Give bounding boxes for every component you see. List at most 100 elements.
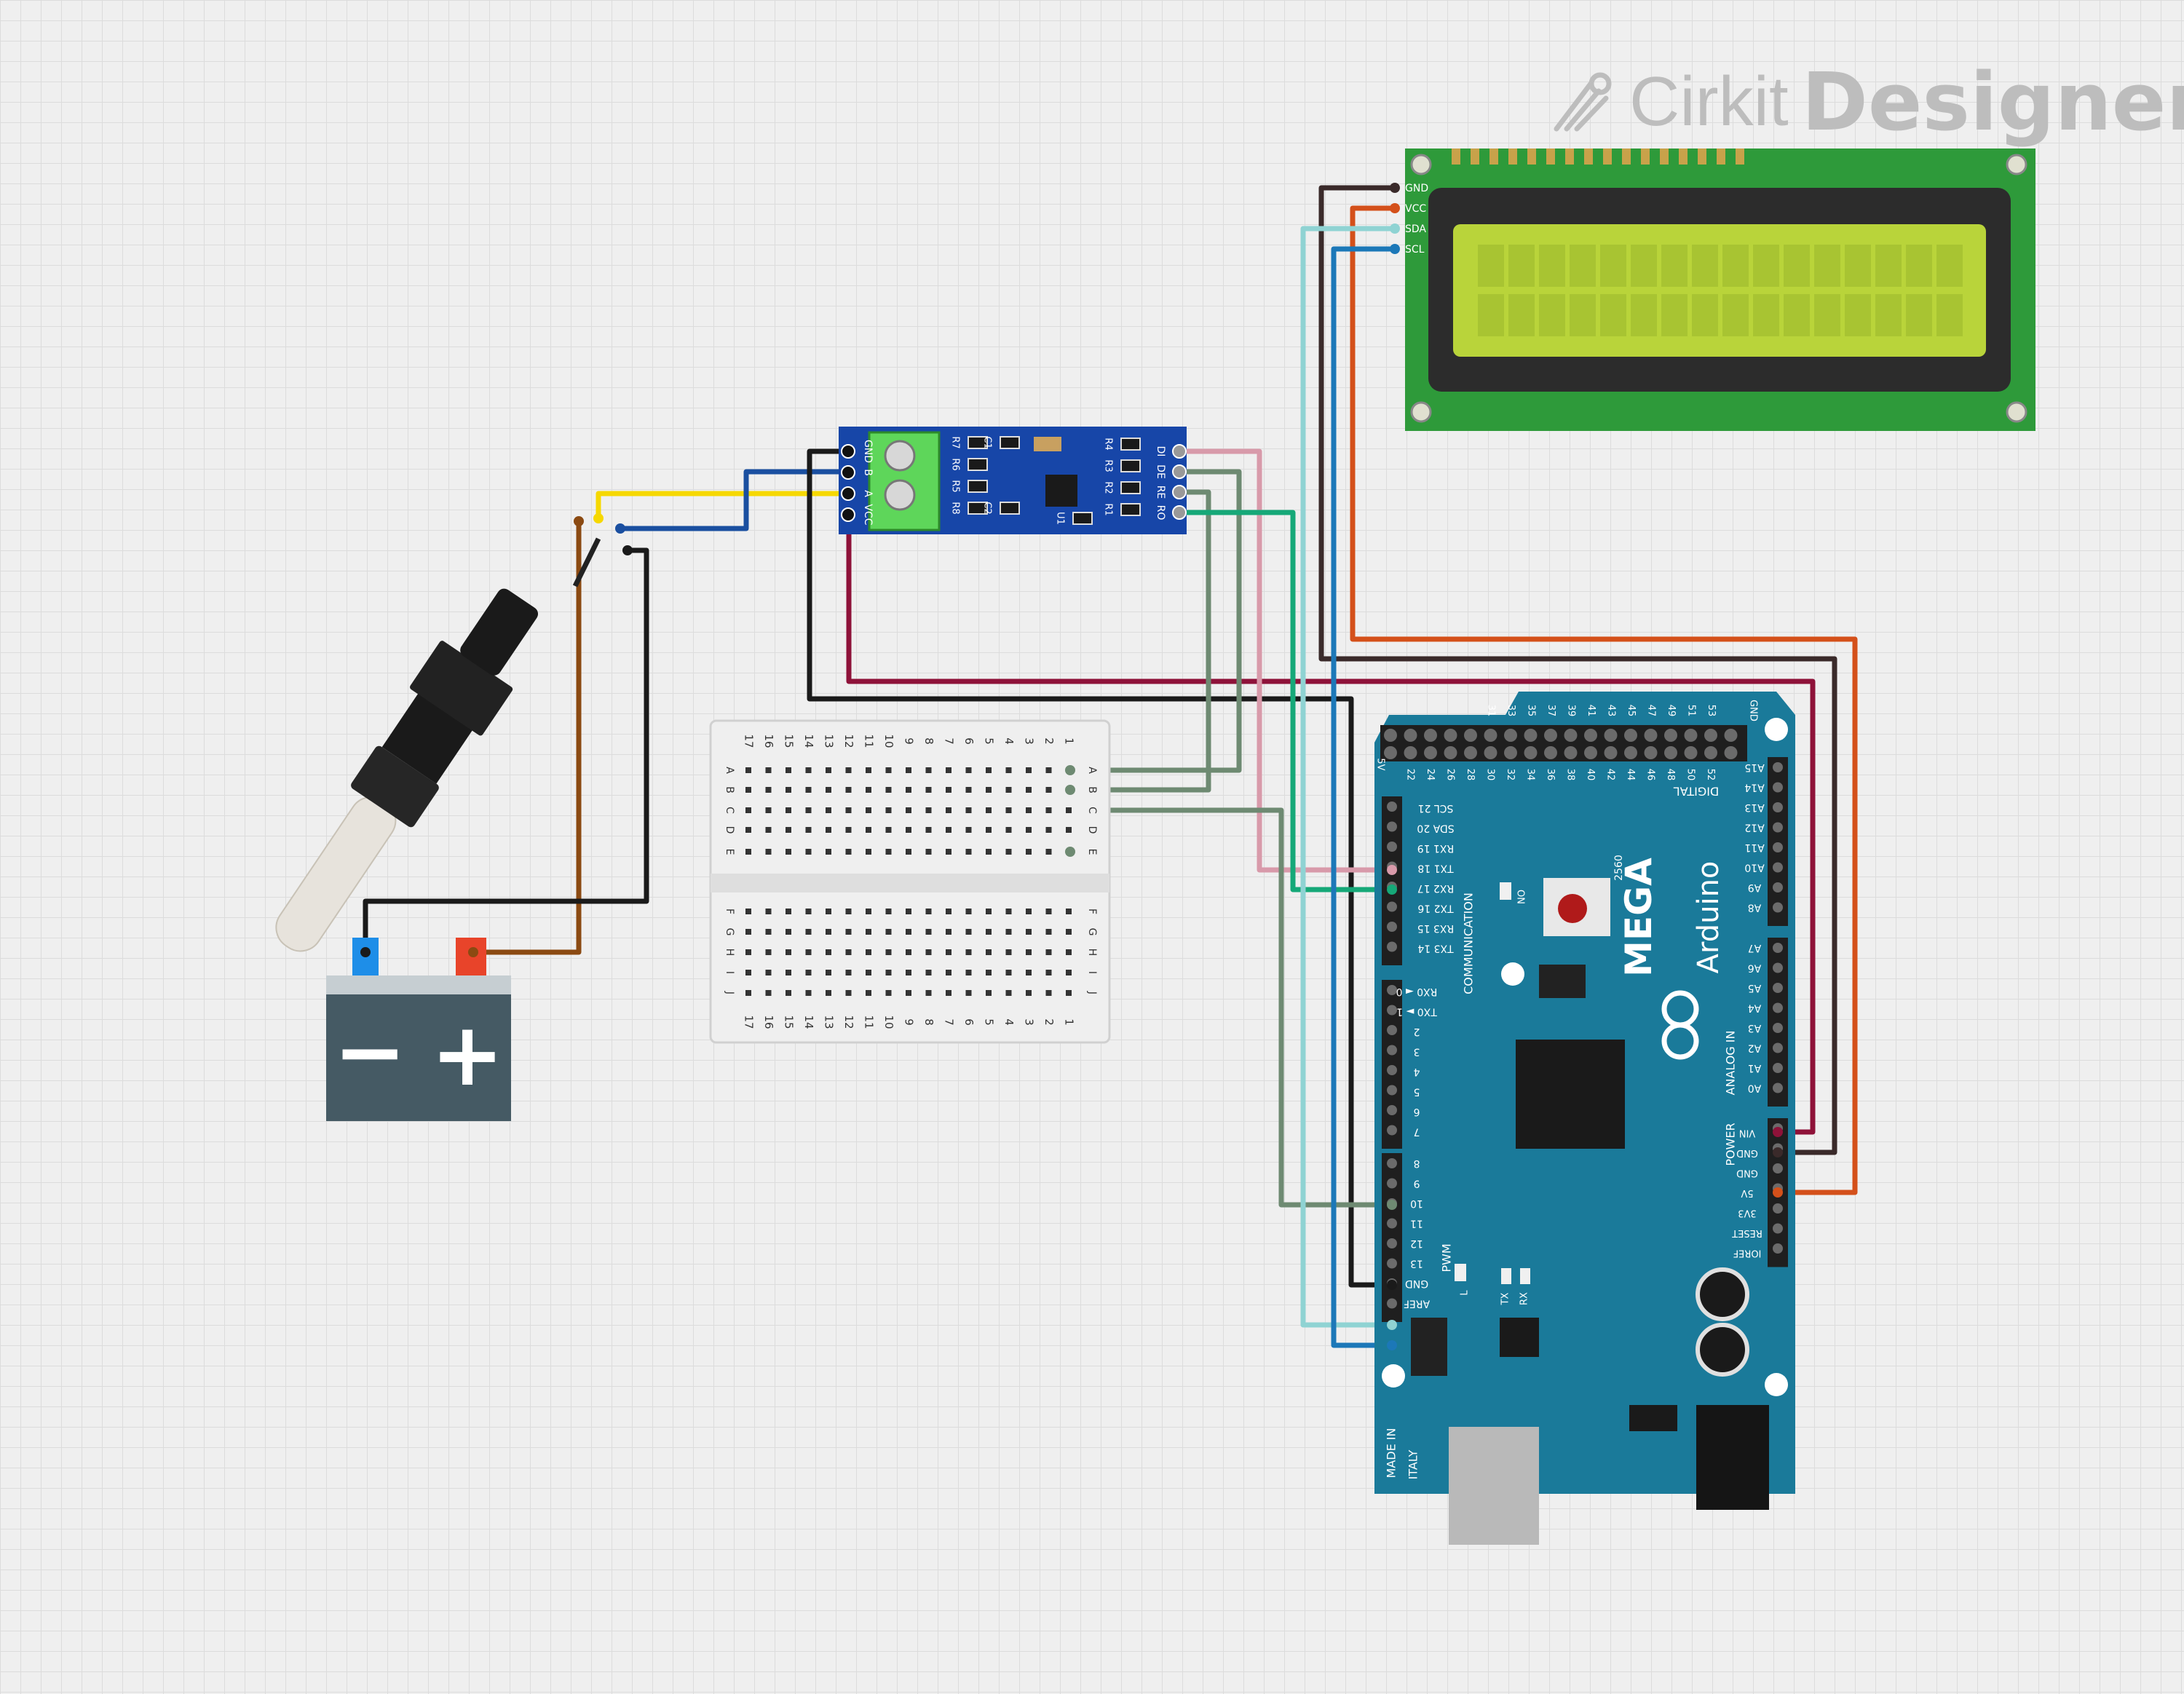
header-pin[interactable] (1387, 1025, 1397, 1035)
header-pin[interactable] (1387, 821, 1397, 832)
breadboard-hole[interactable] (826, 827, 831, 833)
header-pin[interactable] (1773, 983, 1783, 993)
header-pin[interactable] (1584, 746, 1597, 759)
breadboard-hole[interactable] (866, 849, 871, 855)
mega-right-headers[interactable] (1768, 757, 1788, 1267)
breadboard-hole[interactable] (1066, 909, 1072, 914)
breadboard-hole[interactable] (745, 807, 751, 813)
breadboard-hole[interactable] (906, 990, 911, 996)
header-pin[interactable] (1387, 1005, 1397, 1016)
breadboard-hole[interactable] (1066, 990, 1072, 996)
breadboard-hole[interactable] (786, 787, 791, 793)
lcd-pin-vcc[interactable] (1390, 203, 1400, 213)
breadboard-hole[interactable] (866, 807, 871, 813)
header-pin[interactable] (1773, 902, 1783, 913)
breadboard-hole[interactable] (1005, 909, 1012, 914)
breadboard-hole[interactable] (805, 827, 812, 833)
header-pin[interactable] (1564, 746, 1578, 759)
breadboard-hole[interactable] (826, 849, 831, 855)
breadboard-hole[interactable] (745, 990, 751, 996)
header-pin[interactable] (1387, 1125, 1397, 1136)
rs485-pin-b[interactable] (841, 465, 855, 480)
breadboard-hole[interactable] (1045, 827, 1052, 833)
header-pin[interactable] (1544, 729, 1557, 742)
breadboard-hole[interactable] (765, 787, 772, 793)
breadboard-hole[interactable] (1045, 929, 1052, 935)
probe-pin-b[interactable] (615, 523, 625, 534)
breadboard-hole[interactable] (1026, 909, 1032, 914)
header-pin[interactable] (1524, 729, 1538, 742)
breadboard-hole[interactable] (885, 767, 892, 773)
header-pin[interactable] (1387, 922, 1397, 932)
breadboard-hole[interactable] (805, 949, 812, 955)
probe-pin-gnd[interactable] (622, 545, 633, 555)
breadboard-hole[interactable] (786, 970, 791, 975)
breadboard-hole[interactable] (986, 970, 992, 975)
breadboard-hole[interactable] (1066, 970, 1072, 975)
header-pin[interactable] (1664, 729, 1677, 742)
header-pin[interactable] (1387, 1178, 1397, 1189)
reset-button[interactable] (1558, 894, 1587, 923)
breadboard-hole[interactable] (826, 787, 831, 793)
header-pin[interactable] (1604, 729, 1618, 742)
breadboard-hole[interactable] (805, 807, 812, 813)
header-pin[interactable] (1704, 746, 1717, 759)
header-pin[interactable] (1387, 1085, 1397, 1096)
header-pin[interactable] (1773, 962, 1783, 973)
header-pin[interactable] (1464, 746, 1477, 759)
breadboard-hole[interactable] (765, 970, 772, 975)
rs485-pin-di[interactable] (1172, 444, 1187, 459)
breadboard-hole[interactable] (885, 929, 892, 935)
conductivity-probe[interactable] (251, 513, 633, 971)
breadboard-hole[interactable] (845, 929, 852, 935)
header-pin[interactable] (1773, 862, 1783, 873)
header-pin[interactable] (1384, 746, 1397, 759)
breadboard-hole[interactable] (786, 909, 791, 914)
breadboard-hole[interactable] (1045, 990, 1052, 996)
header-pin[interactable] (1384, 729, 1397, 742)
breadboard-hole[interactable] (745, 767, 751, 773)
breadboard-hole[interactable] (845, 949, 852, 955)
breadboard-hole[interactable] (786, 767, 791, 773)
breadboard-hole[interactable] (1005, 929, 1012, 935)
header-pin[interactable] (1564, 729, 1578, 742)
header-pin[interactable] (1773, 1083, 1783, 1093)
breadboard-hole[interactable] (965, 787, 972, 793)
header-pin[interactable] (1387, 842, 1397, 852)
breadboard-hole[interactable] (885, 807, 892, 813)
breadboard-hole[interactable] (946, 767, 951, 773)
breadboard-hole[interactable] (1026, 949, 1032, 955)
breadboard-hole[interactable] (906, 827, 911, 833)
rs485-left-pins[interactable] (841, 444, 855, 522)
breadboard-hole[interactable] (986, 990, 992, 996)
breadboard-hole[interactable] (925, 949, 932, 955)
probe-pin-a[interactable] (593, 513, 604, 523)
breadboard-hole[interactable] (1045, 849, 1052, 855)
header-pin[interactable] (1773, 1203, 1783, 1214)
breadboard-hole[interactable] (1026, 929, 1032, 935)
breadboard-hole[interactable] (765, 827, 772, 833)
breadboard-hole[interactable] (986, 787, 992, 793)
breadboard-hole[interactable] (826, 949, 831, 955)
breadboard-hole[interactable] (845, 767, 852, 773)
breadboard-hole[interactable] (906, 849, 911, 855)
header-pin[interactable] (1773, 1163, 1783, 1173)
breadboard-hole[interactable] (946, 990, 951, 996)
header-pin[interactable] (1404, 746, 1417, 759)
header-pin[interactable] (1773, 802, 1783, 812)
breadboard-hole[interactable] (1005, 787, 1012, 793)
header-pin[interactable] (1387, 1158, 1397, 1168)
breadboard-hole[interactable] (906, 929, 911, 935)
breadboard-hole[interactable] (745, 849, 751, 855)
breadboard-hole[interactable] (1005, 767, 1012, 773)
breadboard-hole[interactable] (866, 949, 871, 955)
breadboard-hole[interactable] (925, 767, 932, 773)
breadboard-hole[interactable] (826, 767, 831, 773)
breadboard-hole[interactable] (1026, 970, 1032, 975)
breadboard-hole[interactable] (826, 970, 831, 975)
breadboard-hole[interactable] (745, 929, 751, 935)
